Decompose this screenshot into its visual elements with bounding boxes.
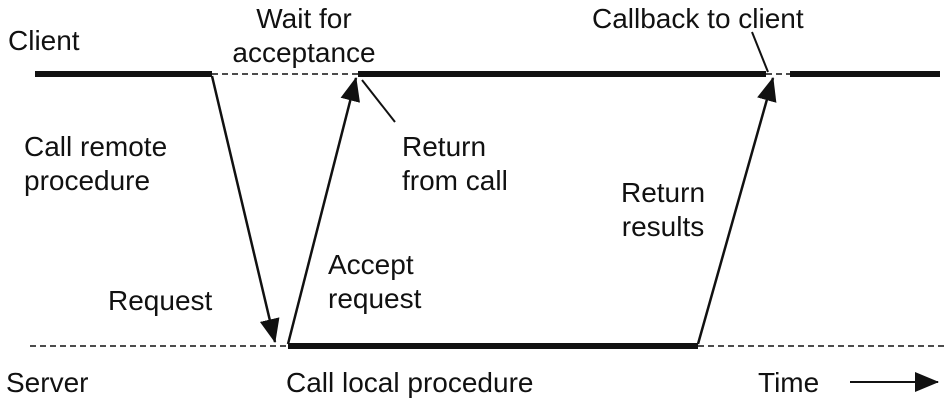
return-from-call-label: Return from call [402,130,508,198]
return-from-call-pointer [361,79,396,123]
return-results-label: Return results [603,176,723,244]
accept-request-line-2: request [328,283,422,314]
return-from-call-line-1: Return [402,131,487,162]
wait-for-acceptance-line-2: acceptance [232,37,376,68]
server-label: Server [6,367,89,398]
request-label: Request [108,285,213,316]
return-results-line-1: Return [620,177,706,208]
call-remote-procedure-line-1: Call remote [24,131,168,162]
accept-arrow [286,77,360,345]
request-arrow [210,75,280,343]
accept-request-line-1: Accept [328,249,414,280]
accept-request-label: Accept request [328,248,421,316]
call-remote-procedure-label: Call remote procedure [24,130,167,198]
call-local-procedure-label: Call local procedure [286,367,534,398]
wait-for-acceptance-line-1: Wait for [256,3,352,34]
time-label: Time [758,367,820,398]
wait-for-acceptance-label: Wait for acceptance [212,2,396,70]
client-label: Client [8,25,80,56]
return-results-arrow [696,77,777,345]
return-from-call-line-2: from call [402,165,508,196]
callback-to-client-label: Callback to client [592,3,804,34]
callback-pointer [751,31,769,73]
call-remote-procedure-line-2: procedure [24,165,151,196]
return-results-line-2: results [621,211,705,242]
